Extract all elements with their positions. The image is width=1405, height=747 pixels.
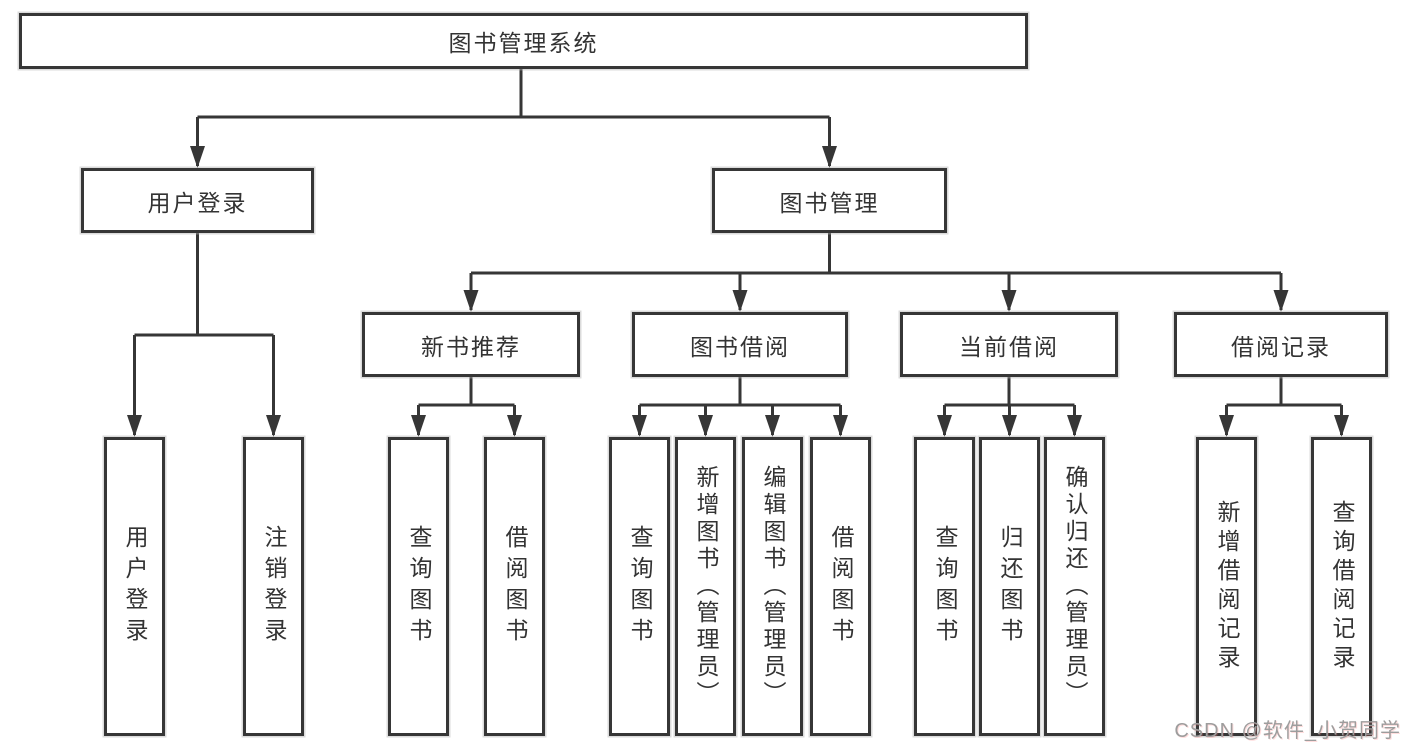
node-root-system: 图书管理系统 (19, 13, 1028, 69)
node-user-login: 用户登录 (81, 168, 314, 233)
node-book-borrow-label: 图书借阅 (690, 333, 790, 360)
leaf-query-borrow-record: 查询借阅记录 (1311, 437, 1372, 736)
leaf-borrow-books: 借阅图书 (810, 437, 871, 736)
node-new-book-recommend: 新书推荐 (362, 312, 580, 377)
leaf-query-borrow-record-label: 查询借阅记录 (1329, 499, 1355, 674)
leaf-edit-books-admin: 编辑图书（管理员） (742, 437, 803, 736)
node-user-login-label: 用户登录 (147, 189, 248, 216)
leaf-borrow-books-recommend: 借阅图书 (484, 437, 545, 736)
leaf-user-login: 用户登录 (104, 437, 165, 736)
node-book-management: 图书管理 (712, 168, 947, 233)
leaf-query-books-recommend: 查询图书 (388, 437, 449, 736)
leaf-borrow-books-label: 借阅图书 (828, 524, 854, 649)
leaf-add-books-admin: 新增图书（管理员） (675, 437, 736, 736)
leaf-query-books-current-label: 查询图书 (932, 524, 958, 649)
leaf-query-books-current: 查询图书 (914, 437, 975, 736)
leaf-add-borrow-record: 新增借阅记录 (1196, 437, 1257, 736)
leaf-query-books-borrow: 查询图书 (609, 437, 670, 736)
leaf-add-books-admin-label: 新增图书（管理员） (693, 465, 719, 708)
node-new-book-recommend-label: 新书推荐 (421, 333, 521, 360)
node-borrow-records-label: 借阅记录 (1231, 333, 1331, 360)
node-book-management-label: 图书管理 (779, 189, 880, 216)
node-current-borrow-label: 当前借阅 (959, 333, 1059, 360)
leaf-return-books-label: 归还图书 (997, 524, 1023, 649)
leaf-confirm-return-admin-label: 确认归还（管理员） (1062, 465, 1088, 708)
leaf-user-login-label: 用户登录 (122, 524, 148, 649)
node-root-system-label: 图书管理系统 (448, 30, 599, 56)
leaf-borrow-books-recommend-label: 借阅图书 (502, 524, 528, 649)
leaf-query-books-borrow-label: 查询图书 (627, 524, 653, 649)
node-borrow-records: 借阅记录 (1174, 312, 1388, 377)
node-current-borrow: 当前借阅 (900, 312, 1118, 377)
leaf-add-borrow-record-label: 新增借阅记录 (1214, 499, 1240, 674)
leaf-confirm-return-admin: 确认归还（管理员） (1044, 437, 1105, 736)
leaf-logout: 注销登录 (243, 437, 304, 736)
leaf-return-books: 归还图书 (979, 437, 1040, 736)
node-book-borrow: 图书借阅 (632, 312, 848, 377)
leaf-logout-label: 注销登录 (261, 524, 287, 649)
leaf-query-books-recommend-label: 查询图书 (406, 524, 432, 649)
csdn-watermark: CSDN @软件_小贺同学 (1174, 720, 1401, 742)
leaf-edit-books-admin-label: 编辑图书（管理员） (760, 465, 786, 708)
